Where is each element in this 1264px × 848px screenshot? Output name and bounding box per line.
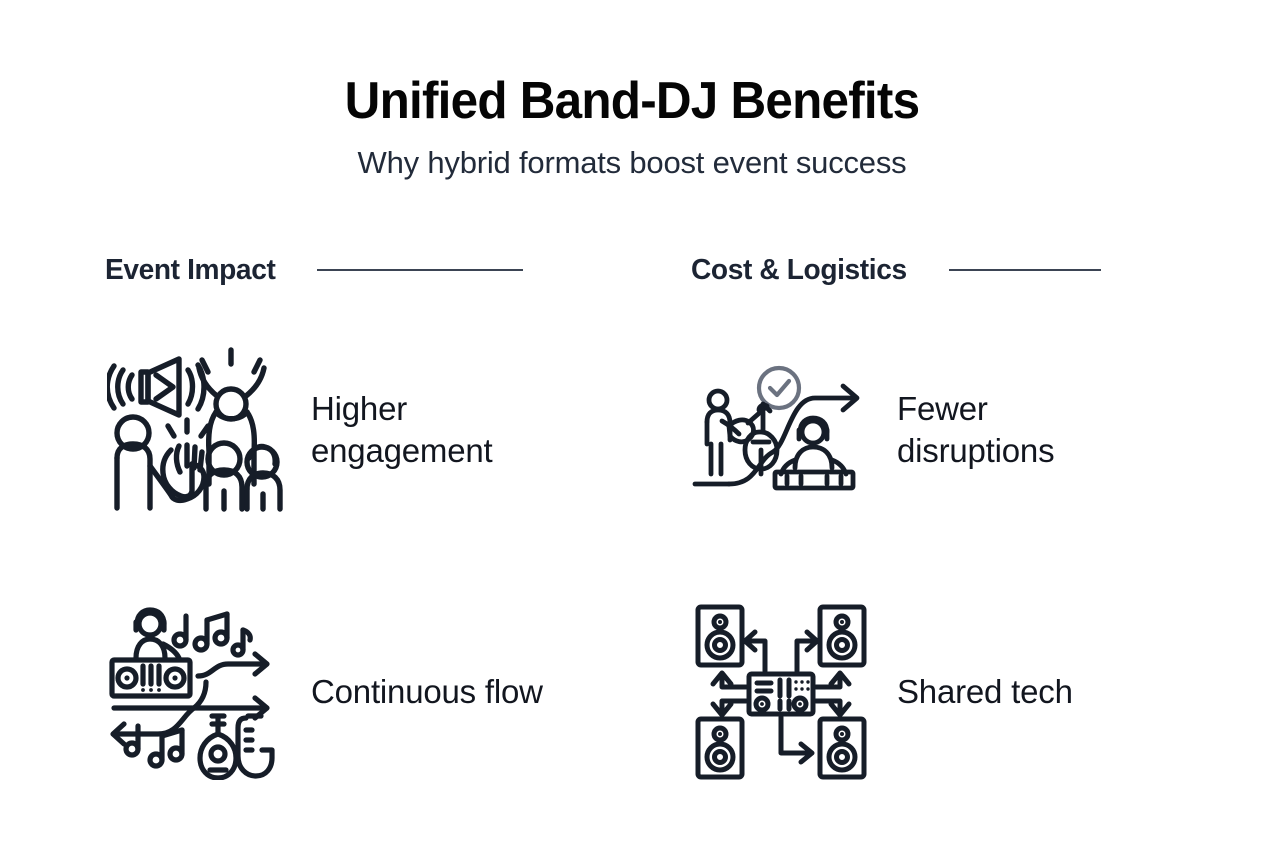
crowd-cheering-speaker-icon xyxy=(105,340,285,520)
header: Unified Band-DJ Benefits Why hybrid form… xyxy=(0,0,1264,181)
benefit-label: Continuous flow xyxy=(311,672,543,710)
benefit-continuous-flow: Continuous flow xyxy=(105,602,586,782)
page-title: Unified Band-DJ Benefits xyxy=(344,72,920,130)
page-subtitle: Why hybrid formats boost event success xyxy=(357,145,907,181)
mixer-speakers-network-icon xyxy=(691,602,871,782)
section-rule xyxy=(316,269,523,271)
section-title: Cost & Logistics xyxy=(691,253,907,286)
benefit-columns: Event Impact xyxy=(0,248,1264,782)
band-to-dj-transition-check-icon xyxy=(691,340,871,520)
dj-band-flow-arrows-icon xyxy=(105,602,285,782)
section-event-impact: Event Impact xyxy=(0,248,586,782)
benefit-label: Higher engagement xyxy=(311,389,493,469)
benefit-shared-tech: Shared tech xyxy=(691,602,1172,782)
section-title: Event Impact xyxy=(105,253,276,286)
section-header-event-impact: Event Impact xyxy=(105,248,586,292)
benefit-label: Fewer disruptions xyxy=(897,389,1055,469)
benefit-higher-engagement: Higher engagement xyxy=(105,340,586,520)
benefit-label: Shared tech xyxy=(897,672,1073,710)
benefit-fewer-disruptions: Fewer disruptions xyxy=(691,340,1172,520)
section-cost-logistics: Cost & Logistics xyxy=(586,248,1172,782)
section-header-cost-logistics: Cost & Logistics xyxy=(691,248,1172,292)
section-rule xyxy=(949,269,1102,271)
